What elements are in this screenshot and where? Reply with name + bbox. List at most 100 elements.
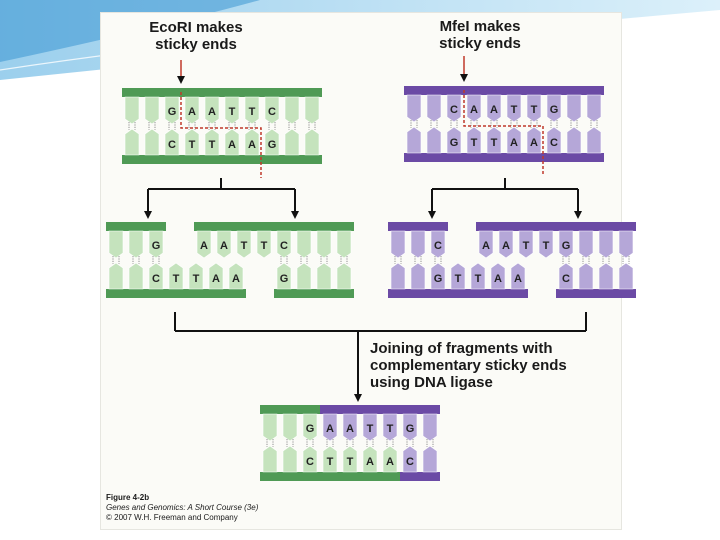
bottom-base (204, 128, 220, 156)
top-base-letter: A (482, 240, 490, 252)
top-backbone (106, 222, 166, 231)
top-base (204, 96, 220, 125)
top-base (296, 230, 312, 259)
top-base (518, 230, 534, 259)
bottom-backbone (556, 289, 636, 298)
top-base (618, 230, 634, 259)
top-base (422, 413, 438, 442)
top-base (566, 94, 582, 123)
top-base-letter: A (220, 240, 228, 252)
top-base (578, 230, 594, 259)
top-base-letter: T (511, 104, 518, 116)
bottom-base (108, 262, 124, 290)
bottom-backbone (388, 289, 528, 298)
top-base (322, 413, 338, 442)
bottom-base (362, 445, 378, 473)
bottom-base-letter: T (327, 456, 334, 468)
bottom-base-letter: T (491, 137, 498, 149)
bottom-base (302, 445, 318, 473)
bottom-base (276, 262, 292, 290)
bottom-base (578, 262, 594, 290)
bottom-base (566, 126, 582, 154)
top-backbone (194, 222, 354, 231)
bottom-base (450, 262, 466, 290)
bottom-base (422, 445, 438, 473)
top-base (262, 413, 278, 442)
bottom-base (470, 262, 486, 290)
top-base-letter: A (208, 106, 216, 118)
top-base (304, 96, 320, 125)
bottom-base-letter: T (193, 273, 200, 285)
ecori-title: EcoRI makes sticky ends (149, 19, 243, 53)
top-base-letter: T (543, 240, 550, 252)
ecori-cut-line (180, 92, 262, 178)
bottom-base-letter: T (471, 137, 478, 149)
top-base (196, 230, 212, 259)
bottom-base (262, 445, 278, 473)
top-base (282, 413, 298, 442)
top-base (546, 94, 562, 123)
bottom-base (546, 126, 562, 154)
bottom-base-letter: C (152, 273, 160, 285)
bottom-base-letter: C (562, 273, 570, 285)
bottom-base-letter: A (232, 273, 240, 285)
figure-number: Figure 4-2b (106, 493, 150, 502)
top-base-letter: A (188, 106, 196, 118)
bottom-base-letter: T (347, 456, 354, 468)
top-base-letter: C (434, 240, 442, 252)
bottom-base-letter: T (189, 139, 196, 151)
top-base-letter: T (249, 106, 256, 118)
bottom-base (390, 262, 406, 290)
bottom-base-letter: G (434, 273, 443, 285)
bottom-base (586, 126, 602, 154)
joining-label: Joining of fragments with complementary … (370, 340, 567, 391)
top-base (216, 230, 232, 259)
bottom-base-letter: A (386, 456, 394, 468)
bottom-base (526, 126, 542, 154)
bottom-base-letter: G (450, 137, 459, 149)
top-base (466, 94, 482, 123)
bottom-base (282, 445, 298, 473)
bottom-base (124, 128, 140, 156)
bottom-base (284, 128, 300, 156)
top-base (586, 94, 602, 123)
top-base-letter: G (562, 240, 571, 252)
top-base-letter: C (268, 106, 276, 118)
bottom-base (410, 262, 426, 290)
mfei-cut-line (463, 90, 544, 176)
bottom-base-letter: T (173, 273, 180, 285)
book-title: Genes and Genomics: A Short Course (3e) (106, 503, 259, 512)
bottom-base (406, 126, 422, 154)
top-base (426, 94, 442, 123)
top-base-letter: G (550, 104, 559, 116)
bottom-base (144, 128, 160, 156)
bottom-base-letter: A (366, 456, 374, 468)
bottom-base (598, 262, 614, 290)
top-base (498, 230, 514, 259)
bottom-base-letter: T (455, 273, 462, 285)
bottom-base-letter: A (510, 137, 518, 149)
bottom-base (506, 126, 522, 154)
top-base-letter: T (387, 423, 394, 435)
mfei-branch-arrows (428, 178, 582, 219)
top-base (124, 96, 140, 125)
top-base (128, 230, 144, 259)
top-backbone (404, 86, 604, 95)
bottom-base (228, 262, 244, 290)
top-base (336, 230, 352, 259)
bottom-base (446, 126, 462, 154)
top-base (390, 230, 406, 259)
top-backbone (260, 405, 320, 414)
bottom-base (486, 126, 502, 154)
bottom-base (336, 262, 352, 290)
top-base (164, 96, 180, 125)
bottom-backbone (400, 472, 440, 481)
bottom-backbone (106, 289, 246, 298)
